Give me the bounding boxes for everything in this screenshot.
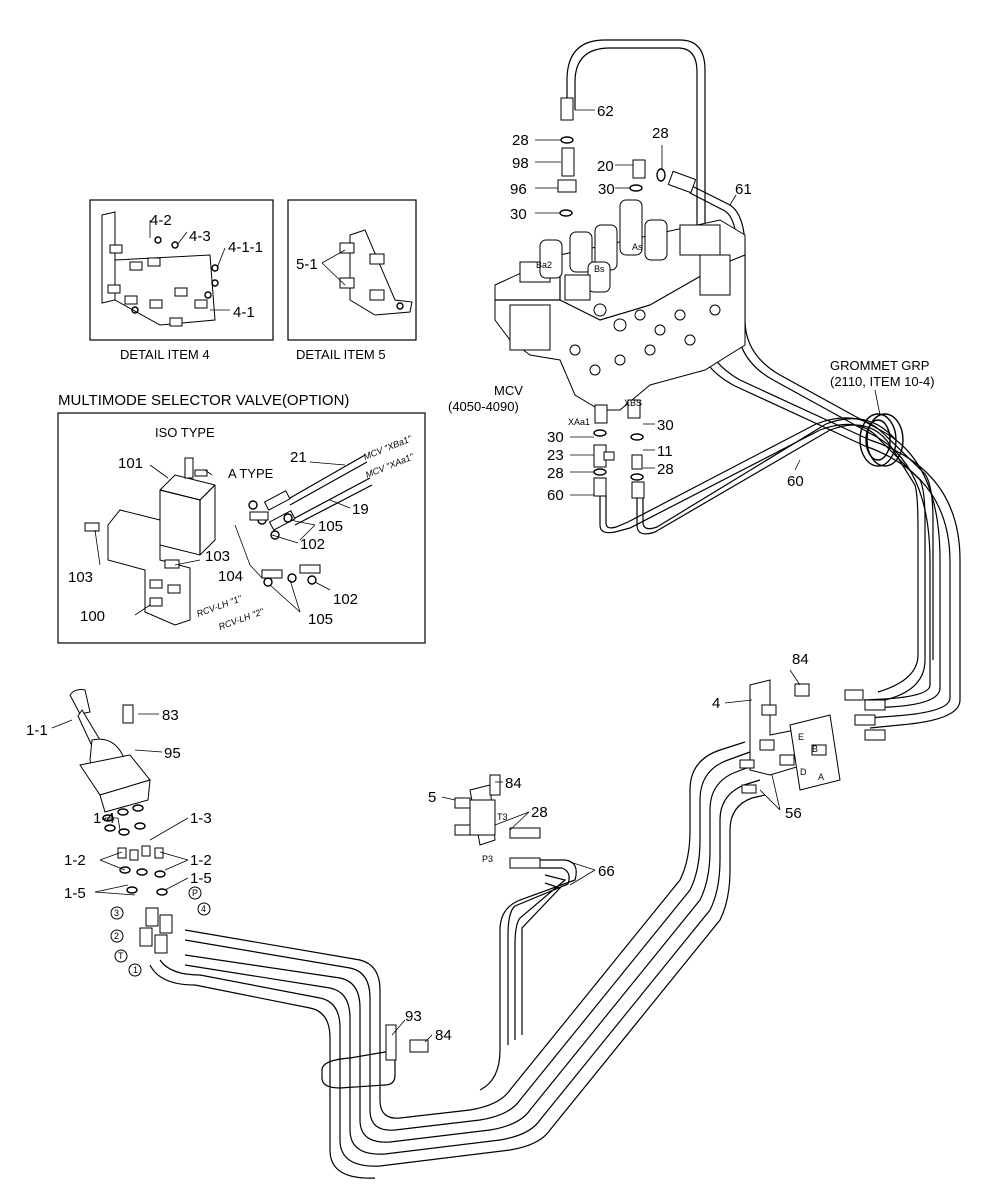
label-a-type: A TYPE — [228, 466, 274, 481]
label-62: 62 — [597, 103, 614, 120]
label-detail5-5-1: 5-1 — [296, 256, 318, 273]
label-port-2: 2 — [114, 931, 119, 941]
main-control-valve: Ba2 Bs As — [494, 199, 746, 424]
label-port-d: D — [800, 767, 807, 777]
label-detail4-4-2: 4-2 — [150, 212, 172, 229]
leader-lines — [51, 109, 881, 1043]
label-grommet-ref: (2110, ITEM 10-4) — [830, 374, 935, 389]
label-30-top: 30 — [510, 206, 527, 223]
label-11: 11 — [657, 443, 673, 460]
label-mcv-range: (4050-4090) — [448, 399, 519, 414]
label-104: 104 — [218, 568, 243, 585]
detail-4-manifold — [101, 211, 219, 327]
label-detail-item-5: DETAIL ITEM 5 — [296, 347, 386, 362]
label-84-block5: 84 — [505, 775, 522, 792]
label-84-bottom: 84 — [435, 1027, 452, 1044]
label-28-top: 28 — [512, 132, 529, 149]
label-105-top: 105 — [318, 518, 343, 535]
label-mcv: MCV — [494, 383, 523, 398]
label-ba2: Ba2 — [536, 260, 552, 270]
manifold-block-4: B E D A — [739, 679, 886, 794]
label-xaa1: XAa1 — [568, 417, 590, 427]
label-28-block5: 28 — [531, 804, 548, 821]
label-30-bottom-left: 30 — [547, 429, 564, 446]
label-port-3: 3 — [114, 908, 119, 918]
label-detail4-4-1: 4-1 — [233, 304, 255, 321]
label-port-t: T — [118, 951, 124, 961]
label-1-5-right: 1-5 — [190, 870, 212, 887]
label-port-1: 1 — [133, 965, 138, 975]
label-61: 61 — [735, 181, 752, 198]
grommet — [859, 413, 904, 467]
label-98: 98 — [512, 155, 529, 172]
label-56: 56 — [785, 805, 802, 822]
label-96: 96 — [510, 181, 527, 198]
label-1-2-left: 1-2 — [64, 852, 86, 869]
label-port-p: P — [192, 888, 198, 898]
label-102-top: 102 — [300, 536, 325, 553]
label-port-a: A — [818, 772, 824, 782]
hose-routes — [149, 39, 961, 1179]
multimode-selector-box — [57, 412, 426, 644]
manifold-block-5 — [454, 774, 541, 869]
label-4: 4 — [712, 695, 720, 712]
label-93: 93 — [405, 1008, 422, 1025]
labels: 62 28 98 96 30 20 28 30 61 MCV (4050-409… — [26, 103, 935, 1044]
label-28-right: 28 — [652, 125, 669, 142]
label-1-4: 1-4 — [93, 810, 115, 827]
label-p3: P3 — [482, 854, 493, 864]
label-grommet-grp: GROMMET GRP — [830, 358, 929, 373]
label-103-mid: 103 — [205, 548, 230, 565]
label-28-bottom-right: 28 — [657, 461, 674, 478]
label-21: 21 — [290, 449, 307, 466]
label-66: 66 — [598, 863, 615, 880]
label-84-right: 84 — [792, 651, 809, 668]
label-rcv-lh-2: RCV-LH "2" — [217, 606, 265, 632]
label-as: As — [632, 242, 643, 252]
label-102-bottom: 102 — [333, 591, 358, 608]
label-1-5-left: 1-5 — [64, 885, 86, 902]
label-19: 19 — [352, 501, 369, 518]
detail-item-5-box — [287, 199, 417, 341]
label-30-bottom-right: 30 — [657, 417, 674, 434]
label-103-left: 103 — [68, 569, 93, 586]
joystick-rcv — [69, 689, 211, 977]
label-28-bottom-left: 28 — [547, 465, 564, 482]
detail-item-4-box — [89, 199, 274, 341]
label-port-4: 4 — [201, 904, 206, 914]
label-bs: Bs — [594, 264, 605, 274]
label-60-left: 60 — [547, 487, 564, 504]
mcv-top-fittings — [557, 97, 697, 217]
label-20: 20 — [597, 158, 614, 175]
label-port-b: B — [812, 744, 818, 754]
label-100: 100 — [80, 608, 105, 625]
label-t3: T3 — [497, 812, 508, 822]
label-xbs: XBS — [624, 398, 642, 408]
clamp-93 — [321, 1024, 429, 1089]
label-1-3: 1-3 — [190, 810, 212, 827]
mcv-bottom-fittings — [593, 429, 645, 499]
label-5: 5 — [428, 789, 436, 806]
label-30-mid: 30 — [598, 181, 615, 198]
label-1-1: 1-1 — [26, 722, 48, 739]
label-port-e: E — [798, 732, 804, 742]
label-60-right: 60 — [787, 473, 804, 490]
label-105-bottom: 105 — [308, 611, 333, 628]
label-95: 95 — [164, 745, 181, 762]
label-detail4-4-1-1: 4-1-1 — [228, 239, 263, 256]
label-1-2-right: 1-2 — [190, 852, 212, 869]
multimode-valve — [84, 454, 373, 626]
label-iso-type: ISO TYPE — [155, 425, 215, 440]
label-83: 83 — [162, 707, 179, 724]
label-multimode-title: MULTIMODE SELECTOR VALVE(OPTION) — [58, 392, 349, 409]
label-detail-item-4: DETAIL ITEM 4 — [120, 347, 210, 362]
label-101: 101 — [118, 455, 143, 472]
detail-5-manifold — [339, 229, 413, 316]
label-detail4-4-3: 4-3 — [189, 228, 211, 245]
label-23: 23 — [547, 447, 564, 464]
